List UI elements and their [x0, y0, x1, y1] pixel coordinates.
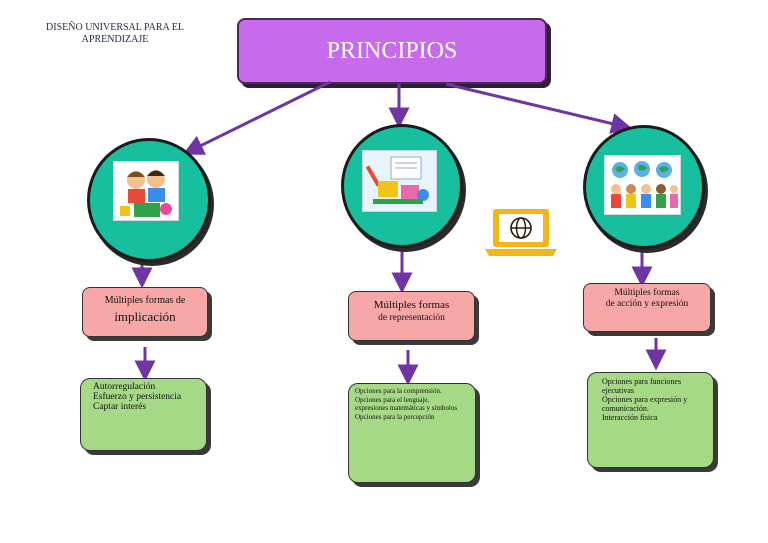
detail-3-item: Opciones para funciones	[602, 377, 682, 386]
detail-1-item: Esfuerzo y persistencia	[93, 392, 182, 402]
detail-2-item: expresiones matemáticas y símbolos	[355, 404, 458, 412]
principle-2-line-2: de representación	[378, 313, 445, 323]
laptop-globe-icon	[483, 207, 559, 259]
root-node-principios: PRINCIPIOS	[237, 18, 547, 84]
detail-box-2: Opciones para la comprensión. Opciones p…	[348, 383, 476, 483]
diagram-title: DISEÑO UNIVERSAL PARA EL APRENDIZAJE	[46, 22, 184, 45]
children-with-globe-picture	[604, 155, 681, 215]
arrow-root-to-branch-3	[445, 82, 633, 134]
detail-3-item: comunicación.	[602, 404, 649, 413]
branch-1-circle	[87, 138, 211, 262]
detail-2-item: Opciones para la comprensión.	[355, 387, 442, 395]
principle-box-2: Múltiples formas de representación	[348, 291, 475, 341]
detail-box-1: Autorregulación Esfuerzo y persistencia …	[80, 378, 207, 451]
detail-box-3: Opciones para funciones ejecutivas Opcio…	[587, 372, 714, 468]
school-supplies-icon	[363, 151, 436, 211]
children-playing-icon	[114, 162, 178, 220]
detail-1-item: Autorregulación	[93, 382, 156, 392]
principle-2-line-1: Múltiples formas	[373, 299, 450, 311]
school-supplies-picture	[362, 150, 437, 212]
children-playing-picture	[113, 161, 179, 221]
detail-3-item: Opciones para expresión y	[602, 395, 688, 404]
principle-3-line-1: Múltiples formas	[614, 288, 680, 298]
detail-3-item: ejecutivas	[602, 386, 634, 395]
children-with-globe-icon	[605, 156, 680, 214]
principle-box-3: Múltiples formas de acción y expresión	[583, 283, 711, 332]
principle-1-line-1: Múltiples formas de	[104, 295, 186, 306]
arrow-root-to-branch-1	[182, 80, 331, 155]
detail-3-item: Interacción física	[602, 413, 658, 422]
principle-3-line-2: de acción y expresión	[605, 299, 689, 309]
detail-1-item: Captar interés	[93, 402, 147, 412]
detail-2-item: Opciones para la percepción	[355, 412, 435, 421]
root-node-label: PRINCIPIOS	[326, 37, 458, 64]
principle-1-line-2: implicación	[114, 309, 176, 324]
detail-2-item: Opciones para el lenguaje,	[355, 395, 430, 404]
principle-box-1: Múltiples formas de implicación	[82, 287, 208, 337]
